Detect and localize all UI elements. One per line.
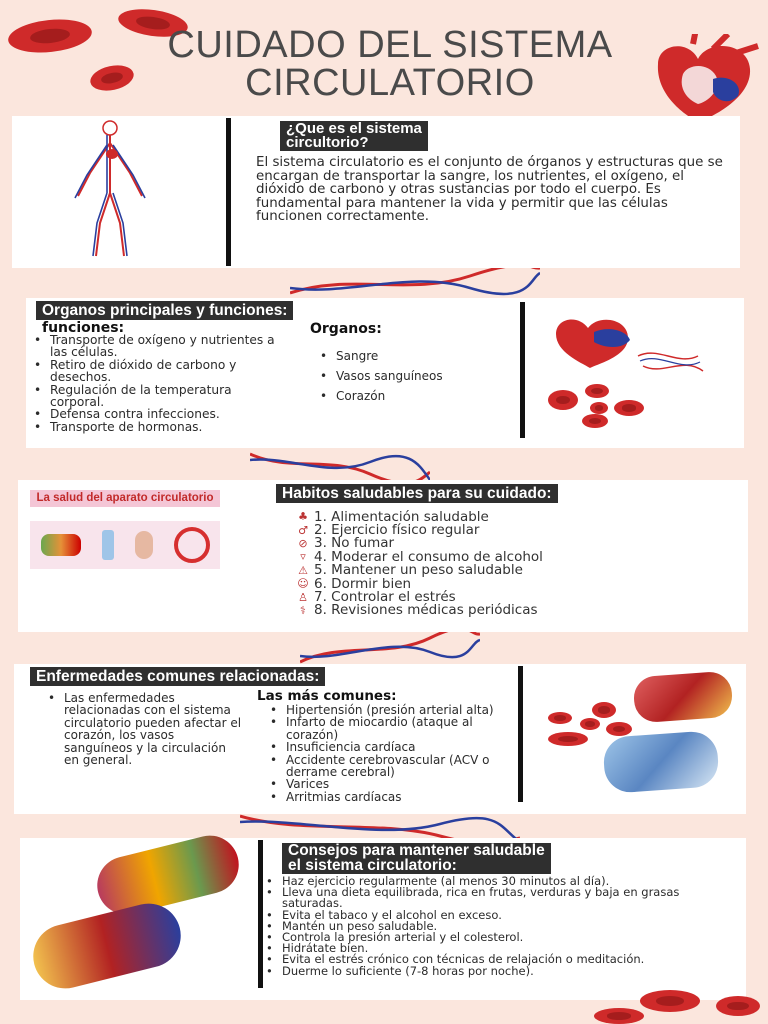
list-item: ⚠5. Mantener un peso saludable bbox=[296, 562, 543, 578]
blood-cell-decoration bbox=[548, 712, 572, 724]
section-what-is-heading: ¿Que es el sistema circultorio? bbox=[280, 121, 428, 151]
section-habits-heading: Habitos saludables para su cuidado: bbox=[276, 484, 558, 503]
blood-cell-decoration bbox=[594, 1008, 644, 1024]
section-divider bbox=[226, 118, 231, 266]
list-item: Sangre bbox=[316, 346, 506, 366]
blood-cell-decoration bbox=[592, 702, 616, 718]
scale-icon: ⚠ bbox=[298, 563, 308, 577]
list-item: ⚕8. Revisiones médicas periódicas bbox=[296, 602, 543, 618]
habits-list: ♣1. Alimentación saludable ♂2. Ejercicio… bbox=[296, 509, 543, 619]
blood-cell-decoration bbox=[590, 402, 608, 414]
section-divider bbox=[518, 666, 523, 802]
page-title: CUIDADO DEL SISTEMA CIRCULATORIO bbox=[80, 26, 700, 102]
list-item: Vasos sanguíneos bbox=[316, 366, 506, 386]
list-item: Transporte de hormonas. bbox=[30, 420, 280, 433]
blood-cell-decoration bbox=[548, 390, 578, 410]
water-bottle-icon bbox=[101, 530, 114, 560]
list-item: Defensa contra infecciones. bbox=[30, 408, 280, 421]
title-line-2: CIRCULATORIO bbox=[245, 62, 535, 104]
health-card: La salud del aparato circulatorio bbox=[30, 490, 220, 578]
list-item: Insuficiencia cardíaca bbox=[266, 741, 516, 754]
section-diseases-heading: Enfermedades comunes relacionadas: bbox=[30, 667, 326, 686]
list-item: ♣1. Alimentación saludable bbox=[296, 509, 543, 525]
section-organs-heading: Organos principales y funciones: bbox=[36, 301, 294, 320]
heart-vessels-illustration bbox=[556, 319, 704, 372]
blood-cell-decoration bbox=[548, 732, 588, 746]
sleeping-face-icon: ☺ bbox=[297, 577, 309, 591]
title-line-1: CUIDADO DEL SISTEMA bbox=[167, 24, 613, 66]
list-item: ♙7. Controlar el estrés bbox=[296, 589, 543, 605]
no-junk-food-icon bbox=[173, 527, 210, 563]
list-item: Las enfermedades relacionadas con el sis… bbox=[44, 692, 244, 767]
comunes-label: Las más comunes: bbox=[257, 688, 397, 704]
stethoscope-icon: ⚕ bbox=[300, 603, 306, 617]
list-item: Retiro de dióxido de carbono y desechos. bbox=[30, 359, 280, 384]
diseases-intro: Las enfermedades relacionadas con el sis… bbox=[44, 692, 244, 767]
health-card-image bbox=[30, 521, 220, 569]
circulatory-body-illustration bbox=[74, 120, 146, 257]
blood-cell-decoration bbox=[716, 996, 760, 1016]
artery-image bbox=[632, 670, 734, 724]
blood-cell-decoration bbox=[606, 722, 632, 736]
blood-cell-decoration bbox=[640, 990, 700, 1012]
list-item: ☺6. Dormir bien bbox=[297, 575, 412, 592]
wine-glass-icon: ▿ bbox=[300, 550, 306, 564]
list-item: Evita el estrés crónico con técnicas de … bbox=[262, 954, 732, 966]
meditation-icon: ♙ bbox=[298, 590, 308, 604]
list-item: Infarto de miocardio (ataque al corazón) bbox=[266, 716, 516, 741]
list-item: Corazón bbox=[316, 386, 506, 406]
blood-vessel-decoration bbox=[250, 452, 430, 482]
section-divider bbox=[520, 302, 525, 438]
section-divider bbox=[258, 840, 263, 988]
blood-cell-decoration bbox=[580, 718, 600, 730]
list-item: Varices bbox=[266, 778, 516, 791]
tips-list: Haz ejercicio regularmente (al menos 30 … bbox=[262, 875, 732, 977]
blood-cell-decoration bbox=[585, 384, 609, 398]
vegetables-icon bbox=[40, 534, 81, 556]
list-item: Hipertensión (presión arterial alta) bbox=[266, 704, 516, 717]
section-what-is-paragraph: El sistema circulatorio es el conjunto d… bbox=[256, 155, 723, 225]
list-item: ⊘3. No fumar bbox=[296, 535, 543, 551]
list-item: Controla la presión arterial y el colest… bbox=[262, 931, 732, 943]
blood-vessel-decoration bbox=[290, 268, 540, 296]
list-item: Evita el tabaco y el alcohol en exceso. bbox=[262, 909, 732, 921]
list-item: ▿4. Moderar el consumo de alcohol bbox=[296, 549, 543, 565]
list-item: Mantén un peso saludable. bbox=[262, 920, 732, 932]
list-item: ♂2. Ejercicio físico regular bbox=[296, 522, 543, 538]
blood-vessel-decoration bbox=[300, 632, 480, 664]
comunes-list: Hipertensión (presión arterial alta) Inf… bbox=[266, 704, 516, 804]
heart-illustration bbox=[657, 34, 759, 122]
blood-cell-decoration bbox=[614, 400, 644, 416]
chest-pain-image bbox=[602, 730, 720, 794]
list-item: Accidente cerebrovascular (ACV o derrame… bbox=[266, 753, 516, 779]
section-tips-heading: Consejos para mantener saludable el sist… bbox=[282, 843, 551, 874]
list-item: Haz ejercicio regularmente (al menos 30 … bbox=[262, 875, 732, 887]
list-item: Arritmias cardíacas bbox=[266, 790, 516, 803]
list-item: Hidrátate bien. bbox=[262, 942, 732, 954]
list-item: Regulación de la temperatura corporal. bbox=[30, 383, 280, 409]
blood-cell-decoration bbox=[582, 414, 608, 428]
list-item: Lleva una dieta equilibrada, rica en fru… bbox=[262, 886, 732, 909]
funciones-list: Transporte de oxígeno y nutrientes a las… bbox=[30, 334, 280, 434]
organos-label: Organos: bbox=[310, 321, 382, 337]
list-item: Duerme lo suficiente (7-8 horas por noch… bbox=[262, 965, 732, 977]
organos-list: Sangre Vasos sanguíneos Corazón bbox=[316, 346, 506, 406]
runner-icon: ♂ bbox=[298, 523, 308, 537]
broccoli-icon: ♣ bbox=[298, 510, 308, 524]
health-card-title: La salud del aparato circulatorio bbox=[30, 490, 220, 507]
person-icon bbox=[134, 531, 153, 559]
no-smoking-icon: ⊘ bbox=[298, 536, 308, 550]
funciones-label: funciones: bbox=[42, 320, 125, 336]
list-item: Transporte de oxígeno y nutrientes a las… bbox=[30, 334, 280, 359]
